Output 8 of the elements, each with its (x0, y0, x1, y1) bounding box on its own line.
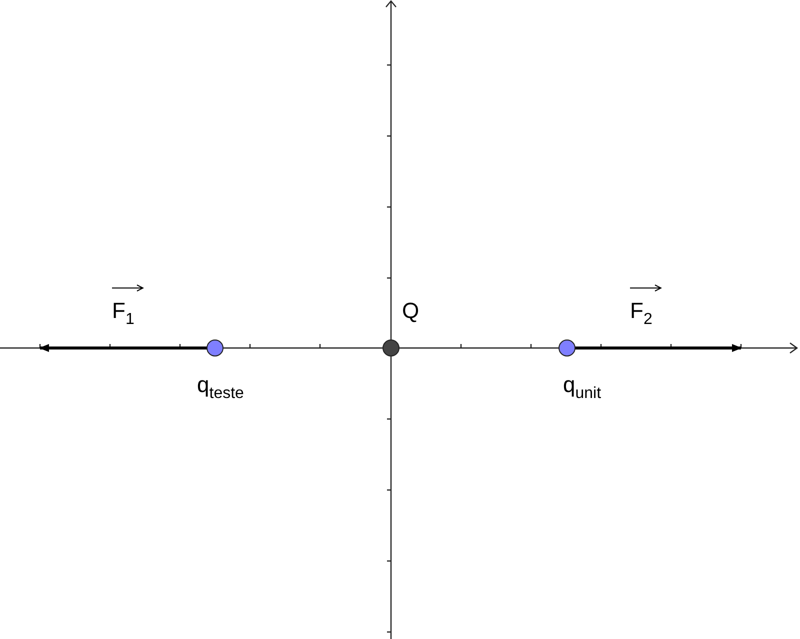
force-label: F$_{2}$ (630, 300, 652, 328)
charge-point (558, 340, 576, 356)
charge-label: Q (402, 300, 420, 322)
charge-point (206, 340, 224, 356)
charge-label: q$_{teste}$ (197, 374, 244, 402)
charge-point (382, 340, 400, 356)
force-label: F$_{1}$ (112, 300, 134, 328)
charge-label: q$_{unit}$ (563, 374, 602, 402)
